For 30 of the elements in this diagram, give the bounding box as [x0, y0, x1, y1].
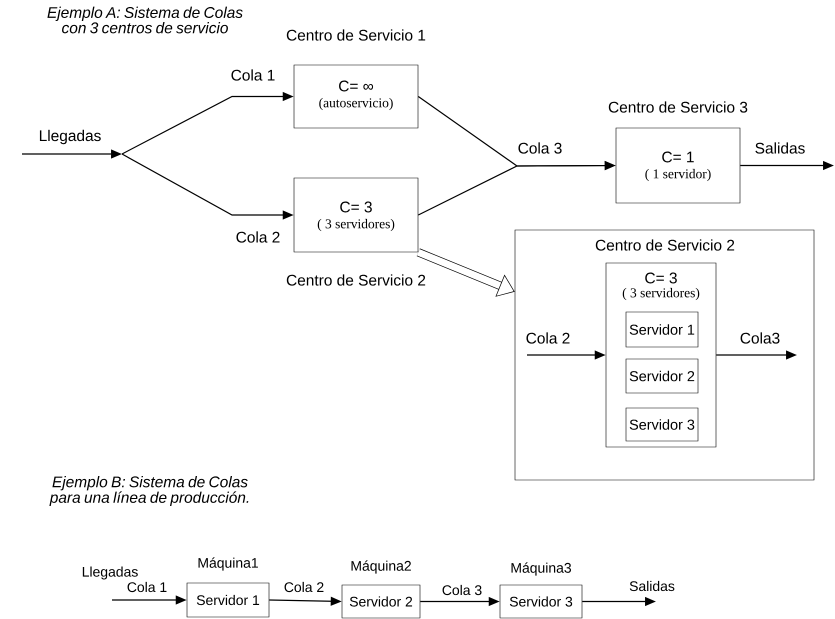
edge-label: Cola3 [738, 331, 782, 345]
edge-label: Salidas [628, 580, 676, 592]
edge-label: Salidas [754, 141, 806, 155]
edge-label: Cola 3 [516, 141, 564, 155]
node-label: Máquina2 [352, 560, 411, 574]
node-label: Centro de Servicio 2 [286, 274, 426, 286]
node-label: Máquina1 [198, 557, 258, 571]
server-box: Máquina2 Servidor 2 [342, 560, 420, 618]
text-label: Llegadas [40, 130, 101, 144]
server-box: Servidor 1 [626, 312, 698, 348]
edge-label: Cola 3 [440, 584, 484, 596]
node-label: Centro de Servicio 3 [608, 101, 748, 113]
title: Ejemplo B: Sistema de Colas para una línea de producción. [49, 476, 248, 506]
server-box: Servidor 2 [626, 358, 698, 394]
arrow [416, 248, 515, 297]
edge-label: Cola 2 [234, 230, 282, 244]
edge-label: Cola 2 [524, 331, 572, 345]
server-box: Máquina1 Servidor 1 [186, 557, 270, 618]
server-box: Máquina3 Servidor 3 [500, 562, 582, 618]
edge-label: Cola 1 [126, 580, 168, 594]
node-label: Máquina3 [512, 562, 572, 576]
service-box: Centro de Servicio 3 C= 1 ( 1 servidor) [608, 101, 748, 204]
title: Ejemplo A: Sistema de Colas con 3 centros de servicio [47, 6, 243, 34]
server-box: Servidor 3 [626, 408, 698, 442]
edge-label: Cola 2 [282, 580, 326, 594]
service-box: C= 3 ( 3 servidores) Centro de Servicio 2 [286, 178, 426, 286]
edge-label: Cola 1 [230, 68, 276, 82]
node-label: Centro de Servicio 1 [286, 29, 426, 41]
text-label: Llegadas [82, 566, 138, 580]
service-box: Centro de Servicio 1 C= ∞ (autoservicio) [286, 29, 426, 128]
